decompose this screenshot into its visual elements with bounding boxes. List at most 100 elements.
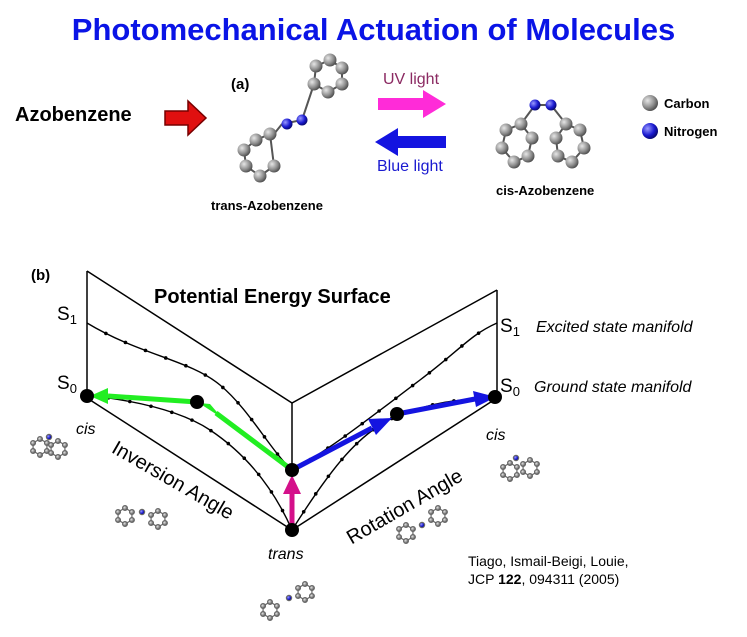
carbon-atom xyxy=(500,472,507,479)
legend-nitrogen-sphere xyxy=(642,123,658,139)
curve-point xyxy=(236,400,240,405)
carbon-atom xyxy=(54,438,61,445)
pes-key-points xyxy=(80,389,502,537)
curve-point xyxy=(343,434,348,438)
carbon-atom xyxy=(335,61,349,75)
carbon-atom xyxy=(441,509,448,516)
pes-heading: Potential Energy Surface xyxy=(154,286,391,308)
nitrogen-atom xyxy=(512,454,520,462)
page-title: Photomechanical Actuation of Molecules xyxy=(71,12,676,47)
carbon-atom xyxy=(161,519,168,526)
carbon-atom xyxy=(551,149,565,163)
carbon-atom xyxy=(309,59,323,73)
carbon-atom xyxy=(403,537,410,544)
curve-point xyxy=(163,356,168,360)
carbon-atom xyxy=(495,141,509,155)
carbon-atom xyxy=(115,516,122,523)
carbon-atom xyxy=(253,169,267,183)
carbon-atom xyxy=(513,472,520,479)
carbon-atom xyxy=(323,53,337,67)
carbon-atom xyxy=(549,131,563,145)
carbon-atom xyxy=(307,77,321,91)
carbon-atom xyxy=(500,464,507,471)
carbon-atom xyxy=(396,525,403,532)
carbon-atom xyxy=(409,525,416,532)
carbon-atom xyxy=(435,505,442,512)
curve-point xyxy=(249,417,254,422)
carbon-atom xyxy=(533,461,540,468)
nitrogen-atom xyxy=(545,99,557,111)
s0-right-label: S0 xyxy=(500,376,520,399)
cis-azobenzene-molecule xyxy=(500,104,586,164)
carbon-atom xyxy=(514,117,528,131)
curve-point xyxy=(410,383,415,388)
carbon-atom xyxy=(295,592,302,599)
carbon-atom xyxy=(308,584,315,591)
carbon-atom xyxy=(128,516,135,523)
carbon-atom xyxy=(155,508,162,515)
carbon-atom xyxy=(507,476,514,483)
carbon-atom xyxy=(121,505,128,512)
carbon-atom xyxy=(302,596,309,603)
carbon-atom xyxy=(308,592,315,599)
carbon-atom xyxy=(128,509,135,516)
curve-point xyxy=(354,441,359,446)
curve-point xyxy=(190,418,194,422)
azobenzene-label: Azobenzene xyxy=(15,104,132,126)
carbon-atom xyxy=(36,452,43,459)
carbon-atom xyxy=(267,614,274,621)
carbon-atom xyxy=(273,610,280,617)
cis-azobenzene-label: cis-Azobenzene xyxy=(496,183,595,198)
carbon-atom xyxy=(263,127,277,141)
curve-point xyxy=(460,344,464,348)
blue-light-label: Blue light xyxy=(377,158,443,175)
curve-point xyxy=(443,357,448,362)
curve-point xyxy=(256,472,261,477)
carbon-atom xyxy=(48,450,55,457)
blue-arrow-head-2 xyxy=(473,391,496,407)
curve-point xyxy=(143,348,148,353)
curve-point xyxy=(226,441,231,446)
curve-point xyxy=(128,399,132,404)
carbon-atom xyxy=(335,77,349,91)
curve-point xyxy=(104,331,108,336)
curve-point xyxy=(184,363,188,368)
uv-arrow xyxy=(378,90,446,118)
s1-right-label: S1 xyxy=(500,316,520,339)
excitation-arrow-head xyxy=(283,475,301,494)
curve-point xyxy=(242,456,247,461)
carbon-atom xyxy=(239,159,253,173)
curve-point xyxy=(377,409,381,413)
cis-left-label: cis xyxy=(76,421,96,438)
carbon-atom xyxy=(260,610,267,617)
curve-point xyxy=(280,508,285,513)
excited-state-label: Excited state manifold xyxy=(536,319,693,336)
panel-a-label: (a) xyxy=(231,76,250,93)
trans-azobenzene-molecule xyxy=(242,58,343,178)
carbon-atom xyxy=(115,509,122,516)
carbon-atom xyxy=(526,457,533,464)
curve-point xyxy=(170,410,174,415)
curve-point xyxy=(269,490,274,494)
curve-point xyxy=(221,385,225,390)
carbon-atom xyxy=(155,523,162,530)
carbon-atom xyxy=(302,580,309,587)
carbon-atom xyxy=(30,440,37,447)
curve-point xyxy=(123,340,128,345)
carbon-atom xyxy=(565,155,579,169)
curve-point xyxy=(209,428,213,433)
curve-point xyxy=(360,421,365,426)
carbon-atom xyxy=(428,509,435,516)
citation: Tiago, Ismail-Beigi, Louie, JCP 122, 094… xyxy=(468,552,629,588)
uv-light-label: UV light xyxy=(383,71,440,88)
nitrogen-atom xyxy=(138,508,146,516)
carbon-atom xyxy=(321,85,335,99)
curve-point xyxy=(427,370,432,375)
nitrogen-atom xyxy=(45,433,53,441)
curve-point xyxy=(275,452,280,456)
nitrogen-atom xyxy=(281,118,293,130)
carbon-atom xyxy=(61,442,68,449)
carbon-atom xyxy=(533,469,540,476)
carbon-atom xyxy=(577,141,591,155)
curve-point xyxy=(301,510,306,514)
